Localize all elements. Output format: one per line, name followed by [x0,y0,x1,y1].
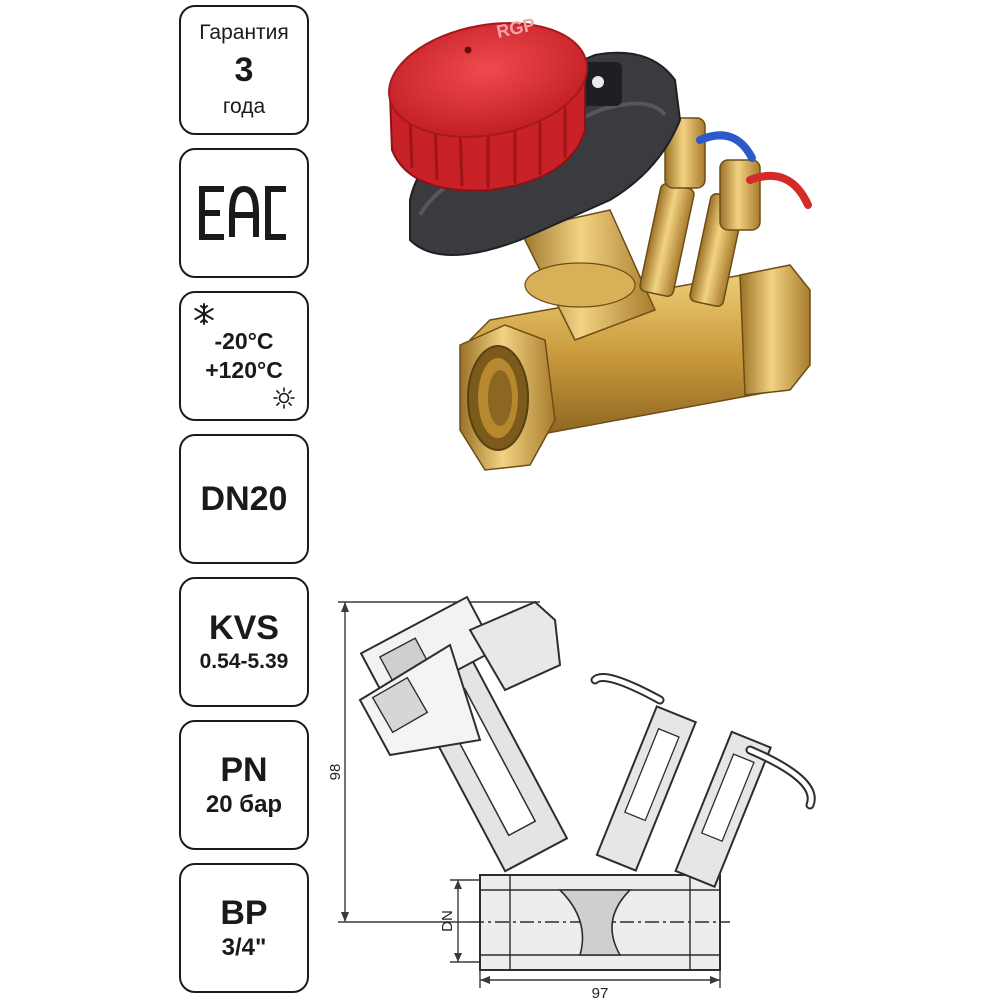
balancing-valve-image: RGP [388,14,812,471]
drawing-handwheel [468,600,562,692]
temperature-min: -20°C [214,328,274,355]
eac-certification-badge [179,148,309,278]
temperature-badge: -20°C +120°C [179,291,309,421]
kvs-badge: KVS 0.54-5.39 [179,577,309,707]
warranty-badge: Гарантия 3 года [179,5,309,135]
snowflake-icon [194,303,214,325]
measuring-port-left [639,183,695,297]
red-tag-icon [746,172,812,209]
pressure-value: 20 бар [205,791,283,819]
diameter-badge: DN20 [179,434,309,564]
thread-badge: ВР 3/4" [179,863,309,993]
warranty-bottom-label: года [222,95,266,119]
blue-tag-icon [696,131,756,162]
pressure-label: PN [220,750,268,789]
eac-logo-icon [199,185,286,240]
warranty-years: 3 [234,50,254,89]
thread-label: ВР [220,893,268,932]
technical-drawing: 98 DN 97 [330,595,816,1000]
valve-right-end [739,264,811,396]
warranty-top-label: Гарантия [199,21,289,45]
kvs-range: 0.54-5.39 [199,650,289,674]
temperature-max: +120°C [205,357,283,383]
height-dimension-label: 98 [330,764,344,781]
handwheel-cap-top [388,22,588,138]
pressure-badge: PN 20 бар [179,720,309,850]
thread-size: 3/4" [221,934,267,962]
diameter-dimension-label: DN [439,910,456,932]
kvs-label: KVS [209,609,279,648]
diameter-value: DN20 [200,479,288,518]
sun-icon [273,387,295,409]
length-dimension-label: 97 [592,985,609,1000]
